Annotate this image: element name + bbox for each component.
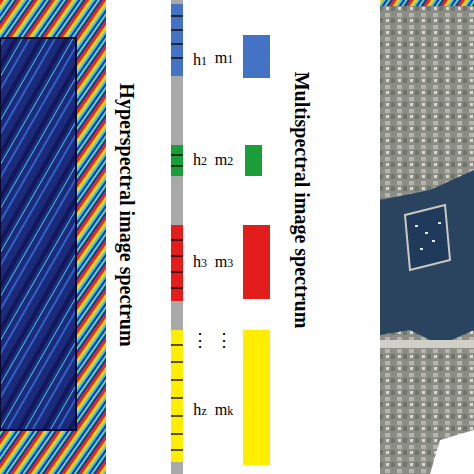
cube-side [0,0,106,474]
band-red [171,225,183,301]
axis-title: Multispectral image spectrum [292,72,312,329]
band-label: m1 [215,50,234,66]
ellipsis: ⋮ [191,331,209,349]
band-label: h3 [193,254,207,270]
ms-band-yellow [243,330,270,465]
band-label: hz [193,402,206,418]
band-label: h2 [193,152,207,168]
band-label: m3 [215,254,234,270]
band-blue [171,4,183,76]
harbour [405,205,450,270]
cube-top-strip [380,0,474,6]
ms-band-red [243,225,270,299]
image-edge [430,430,474,474]
cube-front [0,38,76,430]
axis-title: Hyperspectral image spectrum [117,83,137,346]
band-label: m2 [215,152,234,168]
spectrum-bar [171,0,183,474]
band-label: h1 [193,52,207,68]
band-label: mk [215,402,234,418]
boats [415,222,441,250]
band-green [171,145,183,176]
cube-edge [0,38,76,430]
satellite-image [380,0,474,474]
band-yellow [171,330,183,462]
ms-band-blue [243,35,270,78]
runway [380,340,474,348]
ellipsis: ⋮ [215,331,233,349]
ms-band-green [245,145,262,176]
water [380,170,474,345]
band-lines [171,16,183,450]
